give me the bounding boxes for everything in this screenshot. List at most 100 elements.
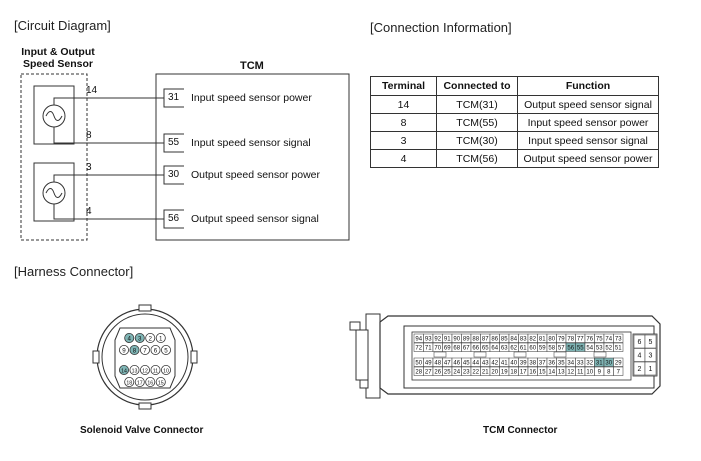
- cell-connected-to: TCM(55): [436, 113, 518, 132]
- connection-table: Terminal Connected to Function 14 TCM(31…: [370, 76, 659, 168]
- tcm-pin-label-7: 7: [617, 370, 621, 376]
- tcm-box: [155, 73, 350, 241]
- sensor-pin-14: 14: [86, 85, 98, 96]
- tcm-pin-label-41: 41: [501, 361, 508, 367]
- tcm-pin-label-51: 51: [615, 346, 622, 352]
- tcm-pin-label-21: 21: [482, 370, 489, 376]
- tcm-connector-caption: TCM Connector: [483, 425, 558, 436]
- tcm-pin-31: 31: [168, 92, 180, 103]
- solenoid-pin-12: [140, 365, 151, 376]
- table-row: 8 TCM(55) Input speed sensor power: [370, 113, 659, 132]
- tcm-pin-label-58: 58: [548, 346, 555, 352]
- tcm-pin-label-15: 15: [539, 370, 546, 376]
- tcm-pin-label-48: 48: [434, 361, 441, 367]
- sensor-boundary: [20, 73, 88, 241]
- tcm-pin-label-47: 47: [444, 361, 451, 367]
- solenoid-pin-10: [161, 365, 172, 376]
- tcm-pin-label-55: 55: [577, 346, 584, 352]
- tcm-pin-label-20: 20: [491, 370, 498, 376]
- input-sensor-box: [33, 85, 75, 145]
- tcm-pin-56: 56: [168, 213, 180, 224]
- tcm-pin-label-18: 18: [510, 370, 517, 376]
- cell-function: Output speed sensor power: [517, 149, 659, 168]
- tcm-pin-label-88: 88: [472, 337, 479, 343]
- tcm-pin-label-28: 28: [415, 370, 422, 376]
- tcm-pin-label-67: 67: [463, 346, 470, 352]
- tcm-pin-label-32: 32: [586, 361, 593, 367]
- cell-connected-to: TCM(31): [436, 95, 518, 114]
- solenoid-pin-label-2: 2: [149, 335, 153, 342]
- tcm-pin-label-71: 71: [425, 346, 432, 352]
- solenoid-pin-label-11: 11: [153, 368, 158, 374]
- tcm-side-pin-label-5: 5: [649, 339, 653, 346]
- tcm-pin-label-82: 82: [529, 337, 536, 343]
- cell-function: Input speed sensor signal: [517, 131, 659, 150]
- tcm-pin-label-19: 19: [501, 370, 508, 376]
- solenoid-pin-6: [150, 345, 161, 356]
- solenoid-pin-11: [150, 365, 161, 376]
- tcm-pin-label-61: 61: [520, 346, 527, 352]
- solenoid-pin-label-9: 9: [122, 347, 126, 354]
- solenoid-pin-17: [134, 377, 145, 388]
- tcm-pin-label-72: 72: [415, 346, 422, 352]
- solenoid-pin-14: [118, 365, 129, 376]
- tcm-pin-label-60: 60: [529, 346, 536, 352]
- tcm-pin-label-49: 49: [425, 361, 432, 367]
- tcm-pin-label-74: 74: [605, 337, 612, 343]
- wire-8-55: [53, 127, 164, 144]
- cell-connected-to: TCM(56): [436, 149, 518, 168]
- tcm-pin-label-54: 54: [586, 346, 593, 352]
- tcm-pin-label-84: 84: [510, 337, 517, 343]
- tcm-pin-label-45: 45: [463, 361, 470, 367]
- tcm-pin-label-75: 75: [596, 337, 603, 343]
- solenoid-pin-2: [145, 332, 156, 343]
- tcm-pin-label-93: 93: [425, 337, 432, 343]
- tcm-pin-label-57: 57: [558, 346, 565, 352]
- tcm-side-pin-1: [644, 361, 657, 376]
- solenoid-pin-label-5: 5: [164, 347, 168, 354]
- tcm-pin-label-78: 78: [567, 337, 574, 343]
- solenoid-connector-caption: Solenoid Valve Connector: [80, 425, 204, 436]
- cell-terminal: 3: [370, 131, 437, 150]
- tcm-side-pin-3: [644, 348, 657, 362]
- tcm-pin-label-46: 46: [453, 361, 460, 367]
- tcm-pin-label-59: 59: [539, 346, 546, 352]
- sensor-label-line1: Input & Output: [21, 46, 95, 58]
- tcm-side-pin-label-3: 3: [649, 353, 653, 360]
- solenoid-pin-label-4: 4: [128, 335, 132, 342]
- connection-info-title: [Connection Information]: [370, 20, 512, 35]
- tcm-pin-label-35: 35: [558, 361, 565, 367]
- solenoid-pin-label-12: 12: [142, 368, 148, 374]
- tcm-pin-label-69: 69: [444, 346, 451, 352]
- tcm-pin-label-40: 40: [510, 361, 517, 367]
- sensor-pin-8: 8: [86, 130, 92, 141]
- tcm-pin-label-12: 12: [567, 370, 574, 376]
- tcm-pin-box-56: [163, 209, 184, 229]
- circuit-diagram-title: [Circuit Diagram]: [14, 18, 111, 33]
- tcm-side-pin-label-1: 1: [649, 366, 653, 373]
- tcm-function-56: Output speed sensor signal: [191, 213, 319, 225]
- tcm-pin-55: 55: [168, 137, 180, 148]
- wire-3-30: [53, 174, 164, 182]
- wire-14-31: [53, 97, 164, 105]
- tcm-pin-label-33: 33: [577, 361, 584, 367]
- table-row: 14 TCM(31) Output speed sensor signal: [370, 95, 659, 114]
- tcm-side-pin-label-6: 6: [638, 339, 642, 346]
- cell-function: Input speed sensor power: [517, 113, 659, 132]
- tcm-pin-label-17: 17: [520, 370, 527, 376]
- tcm-pin-label-25: 25: [444, 370, 451, 376]
- tcm-pin-label-9: 9: [598, 370, 602, 376]
- solenoid-pin-label-14: 14: [121, 368, 127, 374]
- tcm-pin-label-44: 44: [472, 361, 479, 367]
- solenoid-pin-label-3: 3: [138, 335, 142, 342]
- sensor-label-line2: Speed Sensor: [22, 58, 94, 70]
- tcm-pin-label-63: 63: [501, 346, 508, 352]
- solenoid-pin-label-10: 10: [163, 368, 169, 374]
- tcm-pin-label-70: 70: [434, 346, 441, 352]
- tcm-pin-label-83: 83: [520, 337, 527, 343]
